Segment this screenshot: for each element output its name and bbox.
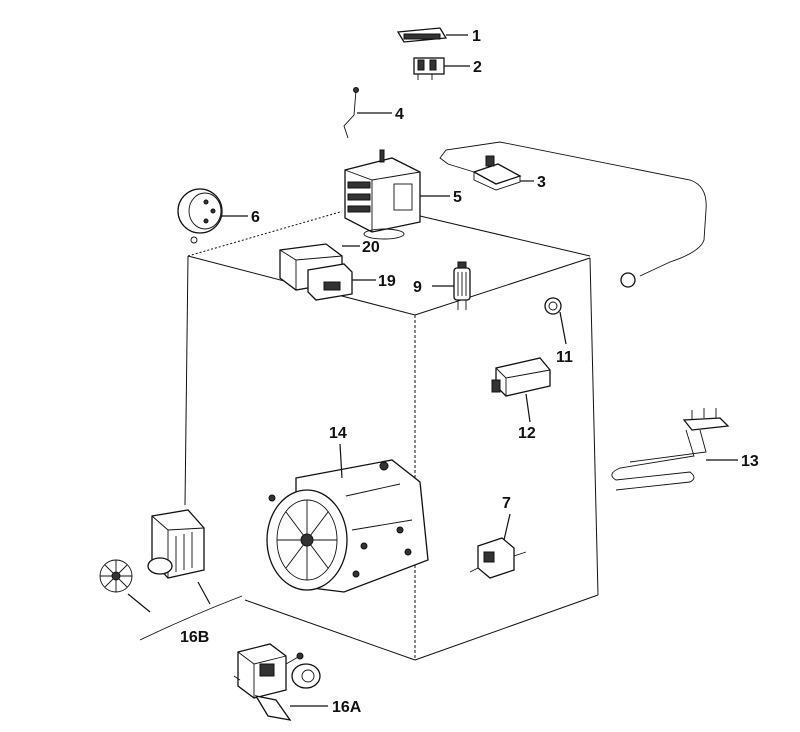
pressure-hose — [102, 245, 190, 511]
part-19-relay: 19 — [307, 263, 396, 301]
callout-14: 14 — [329, 425, 347, 442]
callout-3: 3 — [537, 174, 546, 191]
callout-4: 4 — [395, 106, 404, 123]
part-14-motor: 14 — [266, 425, 429, 593]
callout-16B: 16B — [180, 629, 209, 646]
part-6-pressure-switch: 6 — [177, 188, 260, 244]
callout-2: 2 — [473, 59, 482, 76]
part-3-thermostat: 3 — [439, 141, 707, 288]
part-11-grommet: 11 — [544, 297, 573, 366]
part-9-capacitor: 9 — [413, 261, 471, 310]
part-7-connector: 7 — [469, 495, 527, 579]
part-16A-drain-pump: 16A — [233, 643, 362, 721]
callout-13: 13 — [741, 453, 759, 470]
part-13-heating-element: 13 — [611, 408, 759, 491]
part-5-programmer: 5 — [344, 149, 462, 240]
callout-19: 19 — [378, 273, 396, 290]
callout-5: 5 — [453, 189, 462, 206]
part-16B-drain-pump: 16B — [99, 509, 243, 646]
callout-7: 7 — [502, 495, 511, 512]
callout-9: 9 — [413, 279, 422, 296]
callout-16A: 16A — [332, 699, 362, 716]
part-2-micro-switch: 2 — [413, 57, 482, 80]
callout-6: 6 — [251, 209, 260, 226]
part-4-wire-clip: 4 — [343, 87, 404, 139]
callout-11: 11 — [556, 349, 573, 366]
part-12-terminal-block: 12 — [491, 357, 551, 442]
part-1-switch-cap: 1 — [396, 27, 481, 45]
callout-20: 20 — [362, 239, 380, 256]
callout-12: 12 — [518, 425, 536, 442]
callout-1: 1 — [472, 28, 481, 45]
